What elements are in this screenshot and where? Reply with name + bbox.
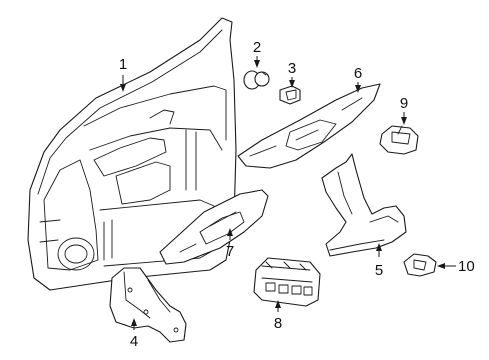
switch-connector-drawing bbox=[403, 253, 437, 277]
clip-drawing bbox=[243, 70, 270, 90]
fastener-drawing bbox=[279, 85, 301, 105]
upper-finisher-drawing bbox=[237, 83, 381, 169]
callout-labels: 1 2 3 4 5 6 7 8 9 10 bbox=[119, 39, 475, 350]
callout-9: 9 bbox=[400, 95, 408, 112]
callout-7: 7 bbox=[226, 243, 234, 260]
bracket-drawing bbox=[109, 267, 187, 343]
callout-4: 4 bbox=[130, 333, 138, 350]
callout-1: 1 bbox=[119, 56, 127, 73]
master-window-switch-drawing bbox=[253, 257, 321, 307]
callout-6: 6 bbox=[354, 65, 362, 82]
callout-2: 2 bbox=[253, 39, 261, 56]
callout-5: 5 bbox=[375, 262, 383, 279]
leader-lines bbox=[120, 56, 456, 330]
lower-finisher-drawing bbox=[321, 153, 407, 257]
door-trim-panel-drawing bbox=[27, 17, 237, 291]
window-switch-drawing bbox=[379, 125, 419, 155]
callout-3: 3 bbox=[288, 60, 296, 77]
callout-10: 10 bbox=[458, 258, 475, 275]
callout-8: 8 bbox=[274, 315, 282, 332]
switch-bezel-drawing bbox=[159, 189, 269, 265]
